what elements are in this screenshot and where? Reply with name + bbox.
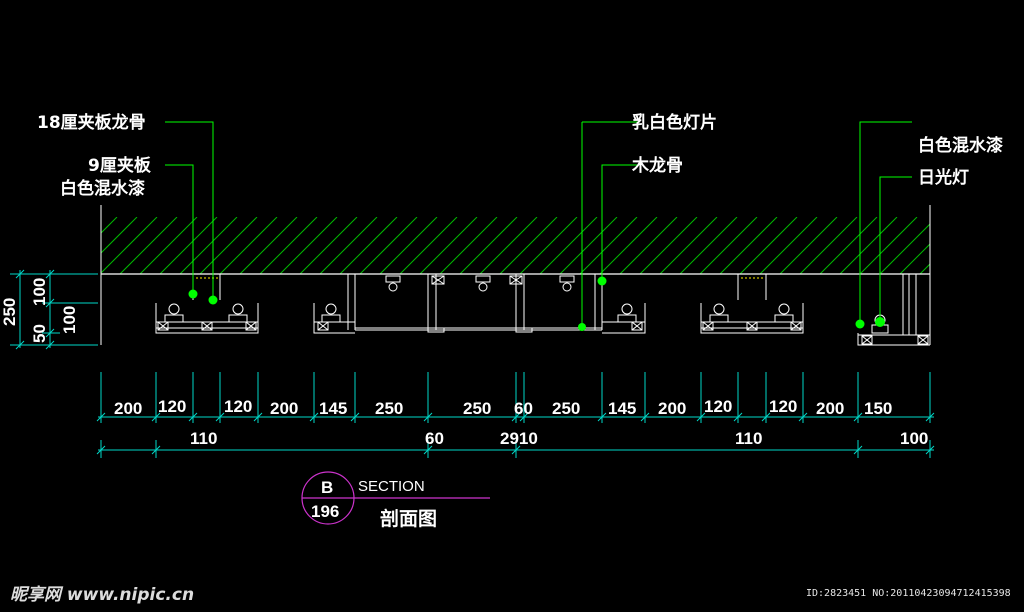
section-number: 196 — [311, 502, 339, 521]
section-title: SECTION — [358, 478, 425, 495]
dim1-text-10: 145 — [608, 399, 636, 418]
dim2-text-5: 100 — [900, 429, 928, 448]
section-mark: B 196 SECTION 剖面图 — [301, 471, 490, 530]
dim1-text-11: 200 — [658, 399, 686, 418]
dim2-text-4: 110 — [735, 429, 762, 448]
ceiling-profile — [155, 273, 930, 346]
dim2-text-2: 60 — [425, 429, 444, 448]
dim1-text-4: 200 — [270, 399, 298, 418]
watermark-id: ID:2823451 NO:20110423094712415398 — [806, 588, 1011, 599]
dim1-text-9: 250 — [552, 399, 580, 418]
label-milky-lamp-panel: 乳白色灯片 — [632, 112, 717, 133]
dim1-text-3: 120 — [224, 397, 252, 416]
dim1-text-5: 145 — [319, 399, 347, 418]
dim1-text-1: 200 — [114, 399, 142, 418]
label-wood-keel: 木龙骨 — [631, 155, 683, 176]
dim1-text-8: 60 — [514, 399, 533, 418]
dimension-chain-2: 110 60 2910 110 100 — [96, 429, 935, 458]
section-caption: 剖面图 — [380, 507, 437, 530]
dim1-text-6: 250 — [375, 399, 403, 418]
dim-left-total: 250 — [0, 298, 19, 326]
dim1-text-13: 120 — [769, 397, 797, 416]
slab-hatch — [101, 217, 930, 275]
dim2-text-1: 110 — [190, 429, 217, 448]
watermark-logo: 昵享网 www.nipic.cn — [10, 585, 194, 605]
dim1-text-14: 200 — [816, 399, 844, 418]
dim-left-mid: 100 — [60, 306, 79, 334]
label-fluorescent-lamp: 日光灯 — [918, 167, 969, 188]
label-white-paint: 白色混水漆 — [60, 178, 145, 199]
leaders — [165, 121, 912, 327]
dim1-text-7: 250 — [463, 399, 491, 418]
label-18mm-plywood-keel: 18厘夹板龙骨 — [37, 112, 146, 133]
dimension-chain-1: 200 120 120 200 145 250 250 60 250 145 200 120 120 20… — [96, 372, 935, 423]
label-white-paint-right: 白色混水漆 — [918, 135, 1003, 156]
leader-dots — [188, 276, 885, 331]
dim2-text-3: 2910 — [500, 429, 538, 448]
label-9mm-plywood: 9厘夹板 — [88, 155, 152, 176]
dim1-text-2: 120 — [158, 397, 186, 416]
dim1-text-15: 150 — [864, 399, 892, 418]
section-letter: B — [321, 478, 333, 497]
left-dimensions: 250 100 50 100 — [0, 269, 98, 350]
dim-left-bottom: 50 — [30, 324, 49, 343]
dim1-text-12: 120 — [704, 397, 732, 416]
dim-left-top: 100 — [30, 278, 49, 306]
